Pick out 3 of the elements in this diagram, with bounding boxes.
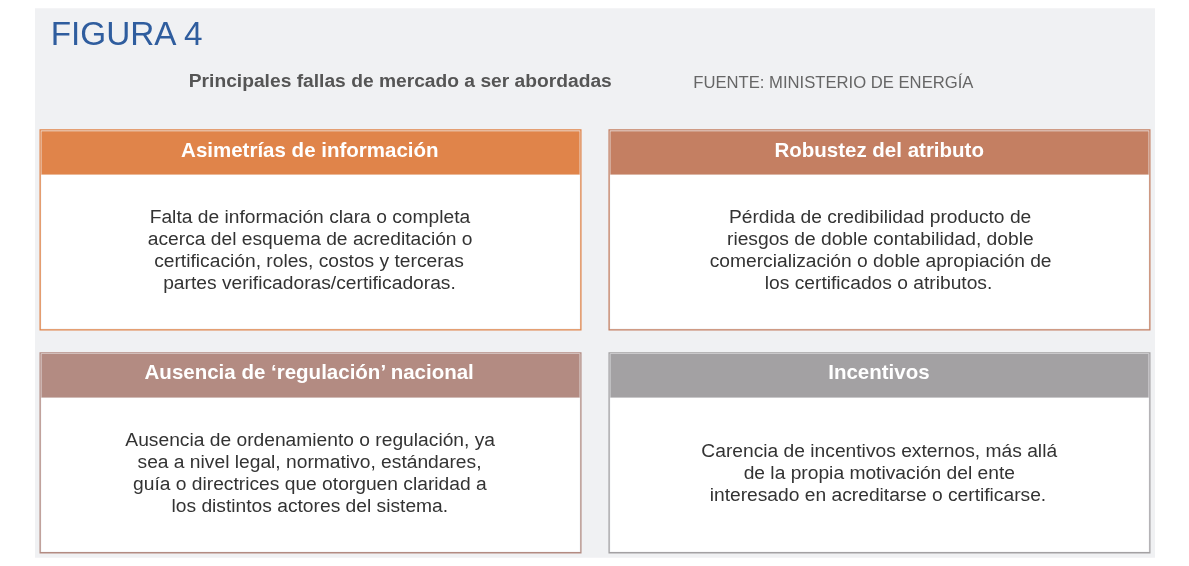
diagram-title: FIGURA 4 (50, 15, 202, 53)
label: Principales fallas de mercado a ser abordadas (188, 69, 612, 91)
label: FUENTE: MINISTERIO DE ENERGÍA (692, 73, 973, 93)
